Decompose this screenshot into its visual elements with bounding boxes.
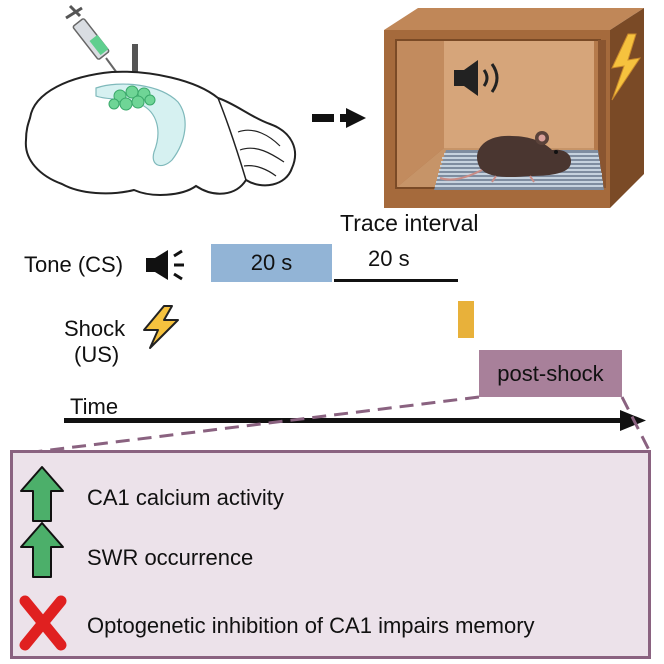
trace-duration-label: 20 s xyxy=(368,246,410,271)
post-shock-label: post-shock xyxy=(497,361,604,386)
finding-1-text: CA1 calcium activity xyxy=(87,485,284,510)
red-x-icon xyxy=(19,595,67,651)
finding-3-text: Optogenetic inhibition of CA1 impairs me… xyxy=(87,613,535,638)
lightning-icon xyxy=(143,305,179,349)
zoom-lines xyxy=(33,395,652,454)
shock-label: Shock xyxy=(64,316,126,341)
optic-fiber-icon xyxy=(132,44,138,94)
trace-interval-line xyxy=(334,279,458,282)
tone-block: 20 s xyxy=(211,244,332,282)
finding-2-text: SWR occurrence xyxy=(87,545,254,570)
lightning-icon xyxy=(611,33,642,101)
post-shock-block: post-shock xyxy=(479,350,622,397)
speaker-icon xyxy=(146,249,184,281)
tone-label: Tone (CS) xyxy=(24,252,124,277)
green-up-arrow-icon xyxy=(20,522,64,578)
brain-icon xyxy=(24,70,297,196)
speaker-icon xyxy=(454,60,499,96)
findings-panel: CA1 calcium activity SWR occurrence Opto… xyxy=(10,450,651,659)
tone-duration-label: 20 s xyxy=(250,250,293,275)
experiment-illustration xyxy=(24,4,644,208)
green-up-arrow-icon xyxy=(20,466,64,522)
shock-us-label: (US) xyxy=(74,342,120,367)
mouse-icon xyxy=(439,131,572,183)
trace-interval-label: Trace interval xyxy=(340,210,479,236)
arrow-right-icon xyxy=(312,108,366,128)
shock-block xyxy=(458,301,474,338)
time-label: Time xyxy=(70,394,119,419)
